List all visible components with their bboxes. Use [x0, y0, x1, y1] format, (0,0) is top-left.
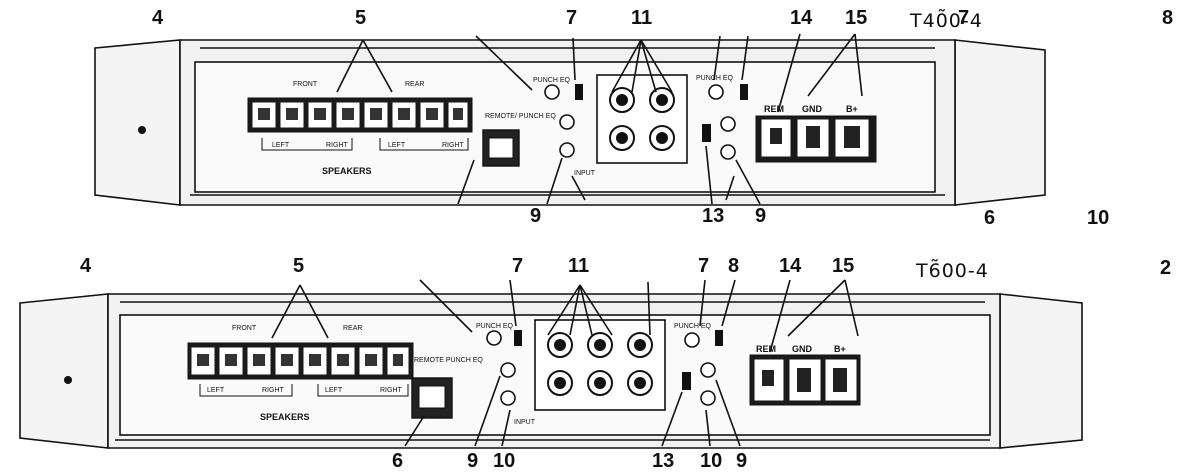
bottom-crossover-knob	[700, 362, 716, 378]
bottom-bass-eq-switch	[682, 372, 691, 390]
top-label-remote: REMOTE/ PUNCH EQ	[485, 113, 556, 120]
top-label-left: LEFT	[272, 142, 290, 149]
top-gain-knob	[559, 142, 575, 158]
bottom-right-endcap	[999, 293, 1083, 449]
top-mounting-hole	[138, 126, 146, 134]
bottom-punch-eq-knob	[684, 332, 700, 348]
bottom-gain-knob	[700, 390, 716, 406]
top-label-speakers: SPEAKERS	[322, 166, 372, 176]
top-rca-input-panel	[596, 74, 688, 164]
top-punch-eq-knob	[708, 84, 724, 100]
callout-9: 9	[467, 450, 479, 472]
top-label-punch-eq: PUNCH EQ	[533, 77, 571, 84]
bottom-label-rear: REAR	[343, 325, 362, 332]
bottom-left-endcap	[19, 293, 109, 449]
bottom-label-input: INPUT	[514, 419, 536, 426]
callout-4: 4	[80, 255, 92, 277]
bottom-label-right2: RIGHT	[380, 387, 403, 394]
top-label-right2: RIGHT	[442, 142, 465, 149]
bottom-punch-eq-knob	[486, 330, 502, 346]
bottom-label-remote: REMOTE PUNCH EQ	[414, 357, 483, 364]
callout-8: 8	[1162, 7, 1174, 29]
bottom-label-rem: REM	[756, 344, 776, 354]
bottom-label-gnd: GND	[792, 344, 813, 354]
callout-10: 10	[700, 450, 723, 472]
top-label-rear: REAR	[405, 81, 424, 88]
top-crossover-switch	[740, 84, 748, 100]
callout-7: 7	[566, 7, 578, 29]
bottom-label-right: RIGHT	[262, 387, 285, 394]
top-label-front: FRONT	[293, 81, 318, 88]
bottom-gain-knob	[500, 362, 516, 378]
callout-10: 10	[1087, 207, 1110, 229]
callout-4: 4	[152, 7, 164, 29]
callout-11: 11	[568, 255, 590, 277]
top-label-rem: REM	[764, 104, 784, 114]
top-label-right: RIGHT	[326, 142, 349, 149]
callout-5: 5	[293, 255, 305, 277]
bottom-label-punch-eq2: PUNCH EQ	[674, 323, 712, 330]
callout-9: 9	[530, 205, 542, 227]
callout-15: 15	[832, 255, 855, 277]
top-label-punch-eq2: PUNCH EQ	[696, 75, 734, 82]
bottom-crossover-switch	[715, 330, 723, 346]
callout-15: 15	[845, 7, 868, 29]
callout-7: 7	[698, 255, 710, 277]
top-label-left2: LEFT	[388, 142, 406, 149]
callout-14: 14	[790, 7, 813, 29]
callout-14: 14	[779, 255, 802, 277]
top-label-gnd: GND	[802, 104, 823, 114]
top-gain-knob	[720, 144, 736, 160]
bottom-model-label: T6̃00-4	[916, 260, 989, 282]
top-bass-eq-switch	[702, 124, 711, 142]
callout-10: 10	[493, 450, 516, 472]
bottom-label-front: FRONT	[232, 325, 257, 332]
callout-13: 13	[702, 205, 725, 227]
bottom-label-left: LEFT	[207, 387, 225, 394]
top-model-label: T40̃0-4	[910, 10, 983, 32]
top-crossover-knob	[720, 116, 736, 132]
callout-7: 7	[512, 255, 524, 277]
bottom-label-punch-eq: PUNCH EQ	[476, 323, 514, 330]
top-punch-eq-knob	[544, 84, 560, 100]
bottom-gain-knob	[500, 390, 516, 406]
bottom-label-bplus: B+	[834, 344, 846, 354]
callout-9: 9	[736, 450, 748, 472]
bottom-label-left2: LEFT	[325, 387, 343, 394]
bottom-label-speakers: SPEAKERS	[260, 412, 310, 422]
top-label-bplus: B+	[846, 104, 858, 114]
bottom-crossover-switch	[514, 330, 522, 346]
bottom-mounting-hole	[64, 376, 72, 384]
callout-2: 2	[1160, 257, 1172, 279]
top-label-input: INPUT	[574, 170, 596, 177]
top-crossover-switch	[575, 84, 583, 100]
callout-11: 11	[631, 7, 653, 29]
callout-9: 9	[755, 205, 767, 227]
callout-6: 6	[984, 207, 996, 229]
callout-13: 13	[652, 450, 675, 472]
callout-8: 8	[728, 255, 740, 277]
callout-7: 7	[958, 7, 970, 29]
top-gain-knob	[559, 114, 575, 130]
callout-5: 5	[355, 7, 367, 29]
callout-6: 6	[392, 450, 404, 472]
